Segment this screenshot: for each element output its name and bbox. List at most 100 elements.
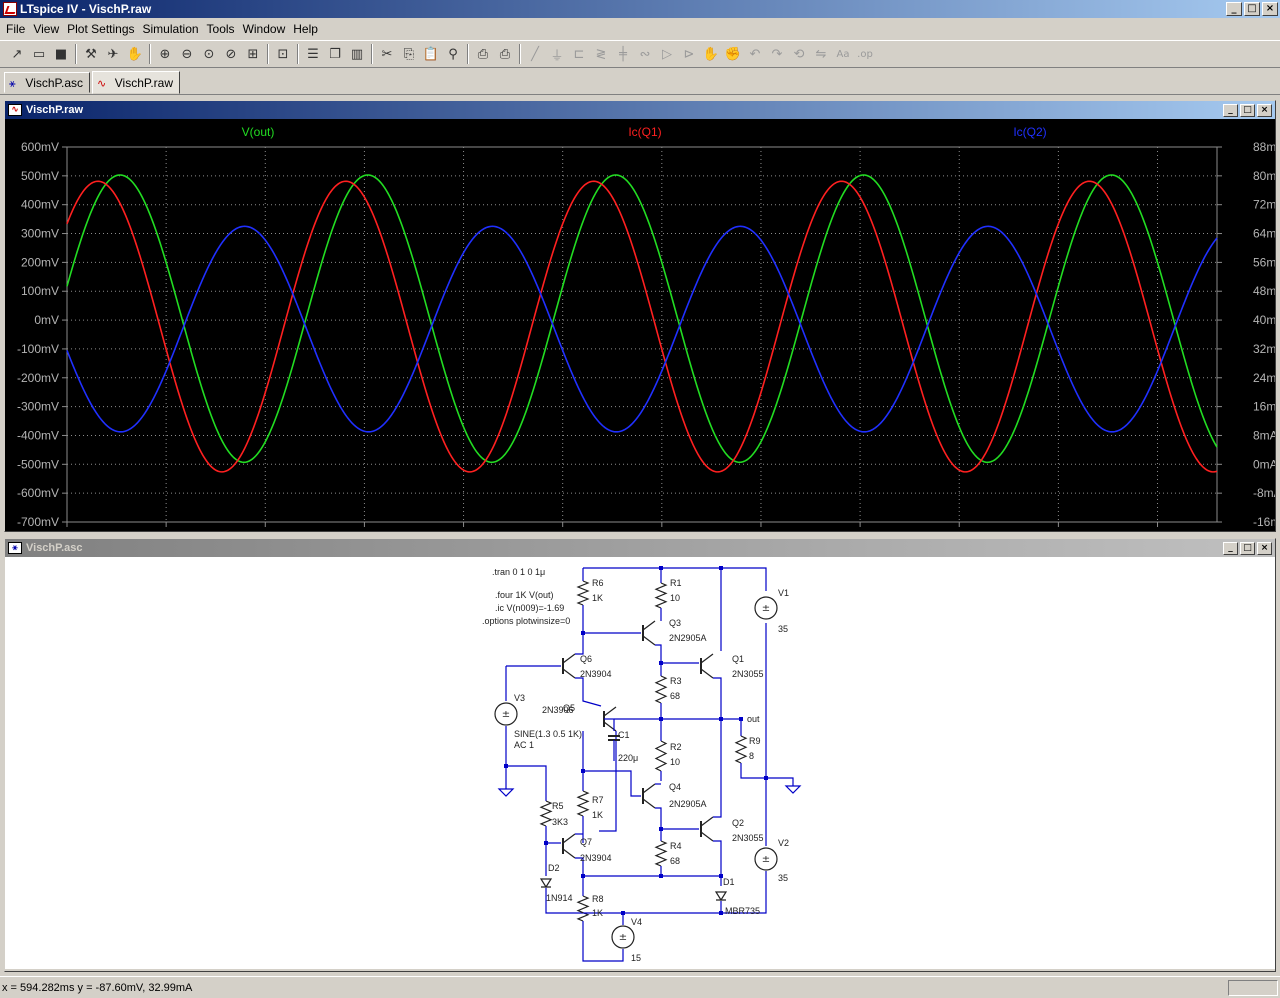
tile-vertical-icon[interactable]: ▥	[350, 46, 364, 62]
menu-help[interactable]: Help	[293, 21, 318, 36]
label-icon[interactable]: ⊏	[573, 46, 585, 62]
schematic-minimize-button[interactable]: _	[1223, 541, 1238, 555]
toolbar-separator	[467, 44, 469, 64]
find-icon[interactable]: ⚲	[448, 46, 458, 62]
control-panel-icon[interactable]: ⚒	[85, 46, 97, 62]
mirror-icon[interactable]: ⇋	[815, 46, 827, 62]
rotate-icon[interactable]: ⟲	[793, 46, 805, 62]
component-ref: Q5	[563, 703, 575, 713]
redo-icon[interactable]: ↷	[771, 46, 783, 62]
resistor-symbol	[576, 790, 590, 817]
menu-plot-settings[interactable]: Plot Settings	[67, 21, 135, 36]
component-value: 2N3055	[732, 669, 764, 679]
y-left-tick-label: -100mV	[17, 342, 59, 356]
tile-horizontal-icon[interactable]: ☰	[307, 46, 319, 62]
schematic-window-controls: _ □ ×	[1223, 541, 1272, 555]
save-icon[interactable]: ■	[54, 46, 68, 62]
transistor-symbol	[562, 848, 576, 859]
cascade-icon[interactable]: ❐	[329, 46, 341, 62]
wire	[655, 807, 662, 829]
y-left-tick-label: 100mV	[21, 284, 59, 298]
zoom-in-icon[interactable]: ⊕	[159, 46, 171, 62]
component-value: 2N3906	[542, 705, 574, 715]
open-icon[interactable]: ▭	[32, 46, 46, 62]
component-icon[interactable]: ⊳	[683, 46, 695, 62]
schematic-canvas[interactable]: .tran 0 1 0 1μ.four 1K V(out).ic V(n009)…	[5, 557, 1275, 969]
new-schematic-icon[interactable]: ↗	[11, 46, 23, 62]
schematic-maximize-button[interactable]: □	[1240, 541, 1255, 555]
drag-icon[interactable]: ✊	[724, 46, 742, 62]
wire	[655, 644, 662, 663]
fft-icon[interactable]: ⊡	[277, 46, 289, 62]
halt-icon[interactable]: ✋	[126, 46, 144, 62]
zoom-out-icon[interactable]: ⊖	[181, 46, 193, 62]
ground-icon[interactable]: ⏚	[550, 48, 564, 64]
component-value: 2N3055	[732, 833, 764, 843]
component-ref: R7	[592, 795, 604, 805]
print-setup-icon[interactable]: ⎙	[477, 46, 489, 62]
resistor-icon[interactable]: ≷	[595, 46, 607, 62]
toolbar-separator	[267, 44, 269, 64]
inductor-icon[interactable]: ∾	[639, 46, 651, 62]
waveform-plot[interactable]: 600mV88mA500mV80mA400mV72mA300mV64mA200m…	[5, 119, 1275, 531]
plot-minimize-button[interactable]: _	[1223, 103, 1238, 117]
component-ref: V4	[631, 917, 642, 927]
y-right-tick-label: 0mA	[1253, 457, 1275, 471]
y-right-tick-label: 24mA	[1253, 371, 1275, 385]
menu-tools[interactable]: Tools	[206, 21, 235, 36]
menu-simulation[interactable]: Simulation	[142, 21, 199, 36]
menu-window[interactable]: Window	[242, 21, 286, 36]
component-value: 220μ	[618, 753, 638, 763]
component-value: 35	[778, 873, 788, 883]
diode-icon[interactable]: ▷	[662, 46, 672, 62]
run-icon[interactable]: ✈	[107, 46, 119, 62]
tab-waveform[interactable]: ∿ VischP.raw	[92, 71, 180, 94]
tab-schematic[interactable]: ⚹ VischP.asc	[4, 72, 90, 93]
zoom-cancel-icon[interactable]: ⊘	[225, 46, 237, 62]
schematic-close-button[interactable]: ×	[1257, 541, 1272, 555]
maximize-button[interactable]: □	[1244, 2, 1260, 16]
resistor-symbol	[576, 580, 590, 606]
y-right-tick-label: -16mA	[1253, 515, 1275, 529]
wire	[582, 731, 641, 797]
print-icon[interactable]: ⎙	[499, 46, 511, 62]
schematic-icon: ⚹	[9, 76, 16, 90]
text-icon[interactable]: Aa	[836, 48, 850, 60]
y-left-tick-label: 500mV	[21, 169, 59, 183]
menu-file[interactable]: File	[6, 21, 26, 36]
resistor-symbol	[654, 740, 668, 772]
plot-close-button[interactable]: ×	[1257, 103, 1272, 117]
move-icon[interactable]: ✋	[702, 46, 720, 62]
toolbar-separator	[149, 44, 151, 64]
ltspice-logo-icon	[3, 2, 17, 16]
transistor-symbol	[562, 833, 576, 844]
transistor-symbol	[562, 653, 576, 664]
transistor-symbol	[603, 706, 617, 717]
resistor-symbol	[654, 582, 668, 609]
close-button[interactable]: ×	[1262, 2, 1278, 16]
autorange-icon[interactable]: ⊞	[247, 46, 259, 62]
spice-directive-icon[interactable]: .op	[857, 48, 873, 60]
menu-view[interactable]: View	[33, 21, 60, 36]
cut-icon[interactable]: ✂	[381, 46, 393, 62]
component-ref: Q6	[580, 654, 592, 664]
minimize-button[interactable]: _	[1226, 2, 1242, 16]
plot-maximize-button[interactable]: □	[1240, 103, 1255, 117]
component-value: 68	[670, 856, 680, 866]
resistor-symbol	[539, 800, 553, 827]
y-right-tick-label: 40mA	[1253, 313, 1275, 327]
component-ref: V1	[778, 588, 789, 598]
zoom-fit-icon[interactable]: ⊙	[203, 46, 215, 62]
component-value: MBR735	[725, 906, 760, 916]
wire-icon[interactable]: ╱	[531, 46, 539, 62]
capacitor-icon[interactable]: ╪	[619, 46, 627, 62]
component-ref: R3	[670, 676, 682, 686]
copy-icon[interactable]: ⎘	[403, 46, 415, 62]
status-bar: x = 594.282ms y = -87.60mV, 32.99mA	[0, 976, 1280, 998]
diode-symbol	[714, 891, 728, 902]
paste-icon[interactable]: 📋	[422, 46, 440, 62]
trace-icq1	[66, 180, 1218, 473]
toolbar-separator	[519, 44, 521, 64]
undo-icon[interactable]: ↶	[749, 46, 761, 62]
